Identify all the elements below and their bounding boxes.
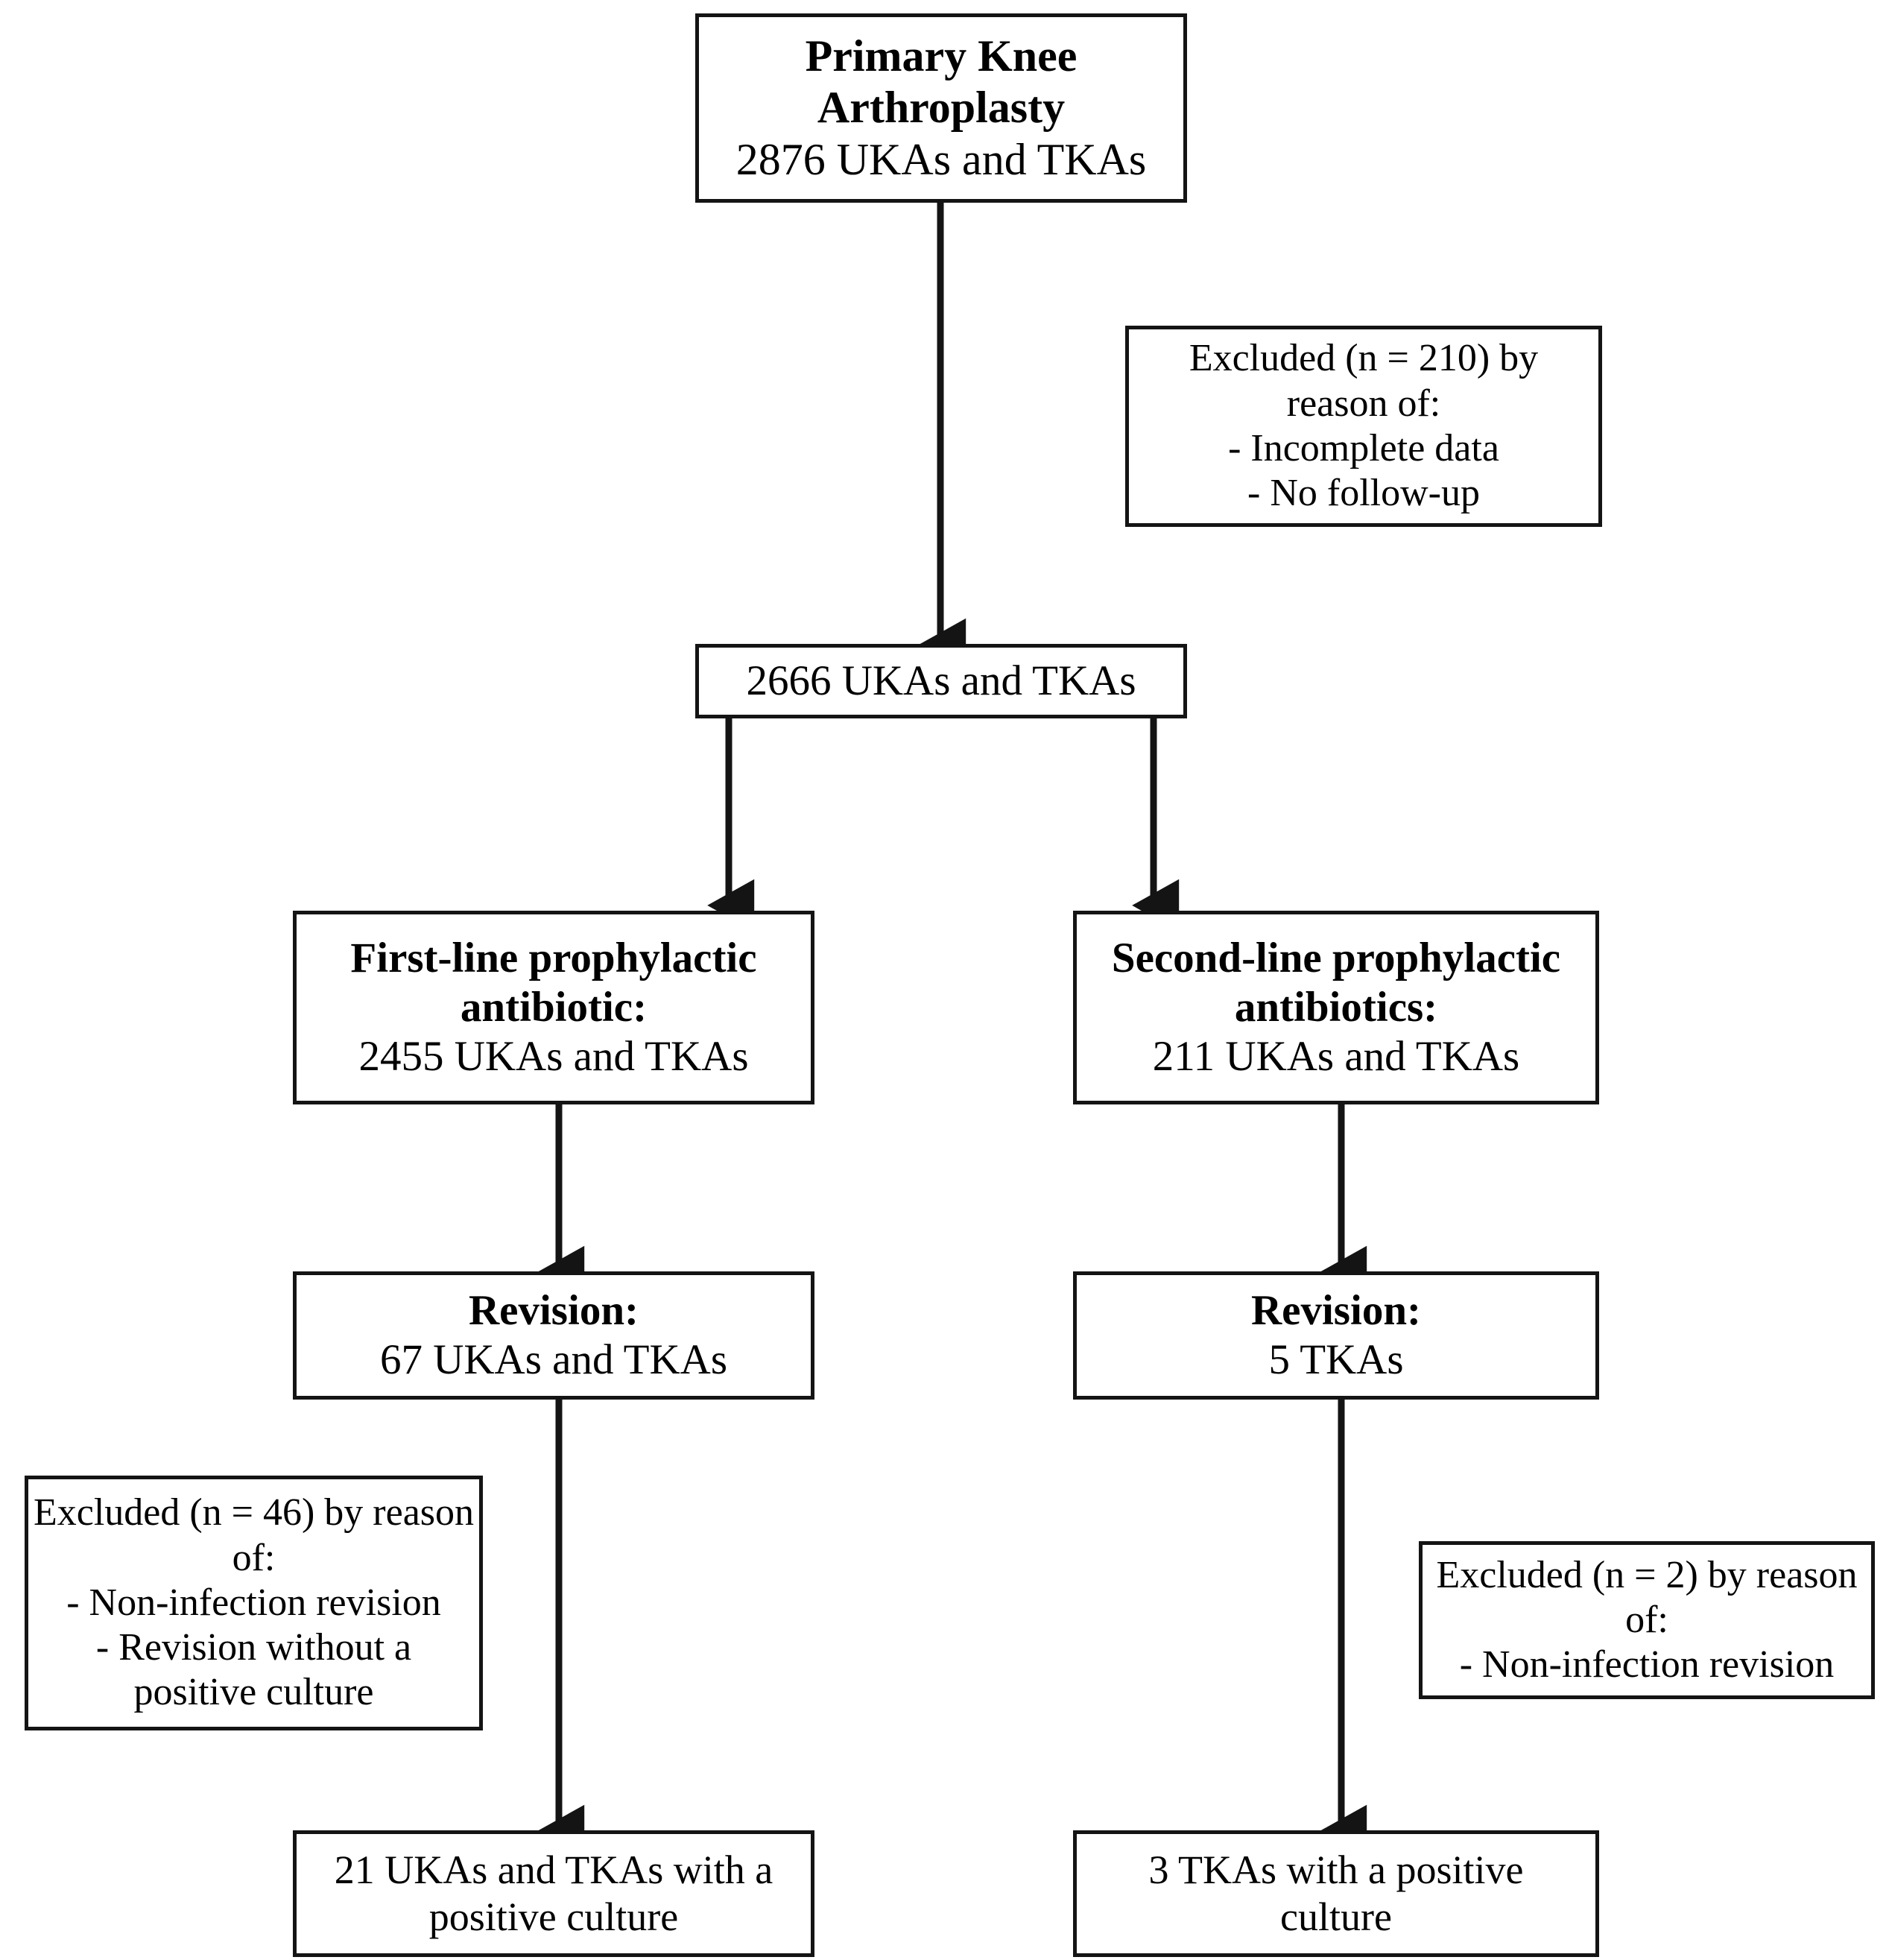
node-first-line-line-2: antibiotic: (460, 983, 648, 1031)
node-excluded-46-line-2: of: (232, 1536, 276, 1579)
node-excluded-46-line-5: positive culture (133, 1671, 374, 1714)
node-second-line-line-2: antibiotics: (1234, 983, 1438, 1031)
node-excluded-46-line-4: - Revision without a (95, 1626, 412, 1669)
node-excluded-2-line-1: Excluded (n = 2) by reason (1436, 1553, 1858, 1596)
node-outcome-first-line: 21 UKAs and TKAs with a positive culture (293, 1830, 814, 1957)
node-excluded-46-line-3: - Non-infection revision (66, 1581, 441, 1624)
node-second-line-line-1: Second-line prophylactic (1111, 934, 1561, 981)
node-revision-second-line: Revision: 5 TKAs (1073, 1271, 1599, 1400)
node-excluded-210: Excluded (n = 210) by reason of: - Incom… (1125, 326, 1602, 527)
node-second-line-line-3: 211 UKAs and TKAs (1152, 1033, 1520, 1081)
node-revision-right-line-2: 5 TKAs (1268, 1336, 1404, 1383)
node-primary-line-1: Primary Knee (805, 31, 1078, 80)
node-remaining-line-1: 2666 UKAs and TKAs (746, 657, 1136, 704)
node-primary-line-2: Arthroplasty (817, 83, 1066, 133)
node-revision-left-line-2: 67 UKAs and TKAs (379, 1336, 728, 1383)
node-remaining-2666: 2666 UKAs and TKAs (695, 644, 1187, 718)
node-second-line-antibiotics: Second-line prophylactic antibiotics: 21… (1073, 911, 1599, 1104)
node-excluded-2-line-3: - Non-infection revision (1459, 1643, 1835, 1686)
node-excluded-210-line-2: reason of: (1286, 382, 1441, 425)
node-revision-first-line: Revision: 67 UKAs and TKAs (293, 1271, 814, 1400)
node-outcome-left-line-2: positive culture (428, 1894, 679, 1939)
node-revision-right-line-1: Revision: (1251, 1286, 1421, 1334)
node-excluded-210-line-4: - No follow-up (1247, 472, 1480, 515)
node-excluded-210-line-3: - Incomplete data (1228, 427, 1499, 470)
node-excluded-210-line-1: Excluded (n = 210) by (1189, 337, 1539, 380)
node-excluded-46-line-1: Excluded (n = 46) by reason (33, 1491, 475, 1534)
node-excluded-2: Excluded (n = 2) by reason of: - Non-inf… (1419, 1541, 1875, 1699)
node-excluded-2-line-2: of: (1625, 1598, 1668, 1641)
node-first-line-antibiotic: First-line prophylactic antibiotic: 2455… (293, 911, 814, 1104)
node-revision-left-line-1: Revision: (469, 1286, 639, 1334)
node-primary-line-3: 2876 UKAs and TKAs (735, 134, 1147, 184)
node-primary-knee-arthroplasty: Primary Knee Arthroplasty 2876 UKAs and … (695, 13, 1187, 203)
node-outcome-second-line: 3 TKAs with a positive culture (1073, 1830, 1599, 1957)
node-excluded-46: Excluded (n = 46) by reason of: - Non-in… (25, 1476, 483, 1730)
node-outcome-right-line-2: culture (1280, 1894, 1392, 1939)
node-outcome-right-line-1: 3 TKAs with a positive (1148, 1847, 1524, 1893)
node-outcome-left-line-1: 21 UKAs and TKAs with a (334, 1847, 773, 1893)
node-first-line-line-3: 2455 UKAs and TKAs (358, 1033, 749, 1081)
node-first-line-line-1: First-line prophylactic (350, 934, 757, 981)
